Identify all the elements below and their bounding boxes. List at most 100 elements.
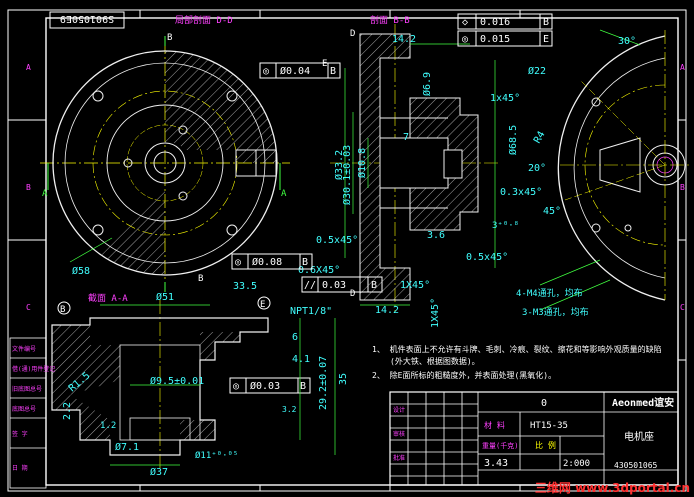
dim-1x45: 1x45° (490, 93, 520, 104)
tb-company: Aeonmed谊安 (612, 396, 674, 409)
front-label-b-bottom: B (198, 274, 203, 284)
tb-material: HT15-35 (530, 421, 568, 431)
dim-1x45-b: 1X45° (400, 280, 430, 291)
tolerance-conc1: ◎ Ø0.04 B (259, 62, 341, 79)
tb-part-name: 电机座 (624, 430, 654, 443)
section-bb-label: 剖面 B-B (370, 14, 410, 26)
dim-d37: Ø37 (150, 466, 168, 478)
dim-d6-9: Ø6.9 (421, 72, 433, 96)
outer-frame (7, 9, 687, 492)
bb-label-d-top: D (350, 29, 355, 39)
datum-b: B (60, 305, 65, 315)
zone-right-a: A (680, 63, 685, 72)
datum-e: E (260, 300, 265, 310)
svg-text:◇: ◇ (462, 17, 468, 28)
dim-m3: 3-M3通孔，均布 (522, 306, 589, 318)
tolerance-flat1: ◇ 0.016 B (457, 13, 553, 30)
left-record-block (9, 337, 47, 489)
tb-label-scale: 比 例 (535, 440, 556, 450)
bb-label-e: E (322, 59, 327, 69)
tolerance-conc3: ◎ Ø0.03 B (229, 377, 311, 394)
svg-text:Ø0.04: Ø0.04 (280, 65, 310, 77)
zone-left-a: A (26, 63, 31, 72)
left-block-2: 旧底图总号 (12, 385, 42, 393)
tb-label-weight: 重量(千克) (482, 441, 518, 450)
left-block-5: 日 期 (12, 464, 28, 472)
dim-6: 6 (292, 332, 298, 343)
left-block-0: 文件编号 (12, 345, 36, 353)
svg-text:Ø0.03: Ø0.03 (250, 380, 280, 392)
svg-text:◎: ◎ (263, 66, 269, 77)
svg-text:B: B (543, 17, 549, 28)
dim-d10-8: Ø10.8 (356, 148, 368, 178)
drawing-number: S901050E9 (60, 13, 114, 24)
tb-label-check: 审核 (393, 430, 405, 438)
svg-text:B: B (371, 280, 377, 291)
dim-d7-1: Ø7.1 (115, 441, 139, 453)
note-1: 1、 机件表面上不允许有斗牌、毛刺、冷痕、裂纹、擦花和等影响外观质量的缺陷 (372, 344, 662, 354)
left-block-3: 底图总号 (12, 405, 36, 413)
tb-label-design: 设计 (393, 406, 405, 414)
section-dd-label: 局部剖面 D-D (175, 14, 233, 26)
tb-label-approve: 批准 (393, 454, 405, 462)
dim-29-2: 29.2±0.07 (318, 356, 329, 410)
front-view (40, 36, 290, 292)
dim-14-2-top: 14.2 (392, 34, 416, 45)
dim-3-6: 3.6 (427, 230, 445, 241)
dim-d9-5: Ø9.5±0.01 (150, 375, 204, 387)
right-view (539, 29, 690, 311)
dim-2-2: 2.2 (62, 402, 73, 420)
dim-33-5: 33.5 (233, 281, 257, 292)
tolerance-conc2: ◎ Ø0.08 B (231, 253, 313, 270)
dim-0-3x45: 0.3x45° (500, 187, 542, 198)
section-aa-view (51, 300, 336, 470)
svg-text:Ø0.08: Ø0.08 (252, 256, 282, 268)
note-2: 2、 除E面所标的粗糙度外，并表面处理(黑氧化)。 (372, 370, 556, 380)
svg-text:◎: ◎ (462, 34, 468, 45)
zone-left-b: B (26, 183, 31, 192)
tb-qty: 0 (541, 398, 547, 409)
tb-label-material: 材 料 (484, 420, 505, 430)
dim-d68-5: Ø68.5 (507, 125, 519, 155)
svg-text:0.015: 0.015 (480, 34, 510, 45)
dim-14-2-bottom: 14.2 (375, 305, 399, 316)
zone-right-c: C (680, 303, 685, 312)
datum-b-circle (57, 301, 71, 315)
front-label-b-top: B (167, 33, 172, 43)
inner-frame (45, 17, 679, 486)
dim-0-6x45: 0.6X45° (298, 265, 340, 276)
front-label-a-right: A (281, 189, 287, 199)
dim-d11: Ø11⁺⁰·⁰⁵ (195, 450, 238, 461)
drawing-number-box (49, 11, 125, 29)
dim-3-2: 3.2 (282, 405, 297, 414)
dim-m4: 4-M4通孔，均布 (516, 287, 583, 299)
dim-d58: Ø58 (72, 265, 90, 277)
tolerance-par1: // 0.03 B (301, 276, 383, 293)
tb-part-no: 430501065 (614, 461, 658, 470)
dim-d22: Ø22 (528, 65, 546, 77)
dim-3-8: 3⁺⁰·⁸ (492, 221, 519, 231)
dim-1-2: 1.2 (100, 421, 116, 431)
dim-20deg: 20° (528, 163, 546, 174)
dim-d33-2: Ø33.2 (333, 150, 345, 180)
dim-d30: Ø30.1±0.03 (341, 145, 353, 205)
svg-text:E: E (543, 34, 549, 45)
section-aa-label: 截面 A-A (88, 292, 128, 304)
dim-r4: R4 (532, 130, 548, 146)
tolerance-flat2: ◎ 0.015 E (457, 30, 553, 47)
zone-right-b: B (680, 183, 685, 192)
dim-45deg: 45° (543, 206, 561, 217)
dim-d51: Ø51 (156, 291, 174, 303)
tb-weight: 3.43 (484, 458, 508, 469)
dim-30deg: 30° (618, 36, 636, 47)
svg-text:◎: ◎ (233, 381, 239, 392)
left-block-1: 借(通)用件登记 (12, 365, 55, 373)
title-block (389, 391, 679, 486)
dim-npt: NPT1/8" (290, 306, 332, 317)
svg-text:B: B (302, 257, 308, 268)
datum-e-circle (257, 296, 271, 310)
dim-0-5x45-b: 0.5x45° (466, 252, 508, 263)
svg-text:0.03: 0.03 (322, 280, 346, 291)
dim-7: 7 (403, 132, 409, 143)
